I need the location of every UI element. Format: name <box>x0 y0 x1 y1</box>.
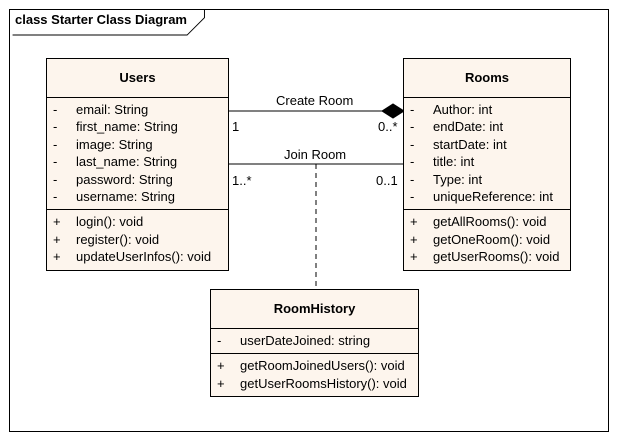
users-class[interactable]: Users -email: String-first_name: String-… <box>46 58 229 271</box>
operation-row-text: getUserRooms(): void <box>433 249 560 265</box>
attributes-compartment: - email: String - first_name: String - image:… <box>47 98 228 211</box>
join-room-target-multiplicity: 0..1 <box>376 173 398 188</box>
attribute-row-text: title: int <box>433 154 475 170</box>
visibility-marker: - <box>53 154 58 170</box>
attribute-row[interactable]: - Type: int <box>404 171 570 188</box>
visibility-marker: + <box>53 214 61 230</box>
operation-row-text: login(): void <box>76 214 144 230</box>
visibility-marker: + <box>53 249 61 265</box>
attribute-row[interactable]: - email: String <box>47 101 228 118</box>
attribute-row-text: endDate: int <box>433 119 504 135</box>
diagram-title: class Starter Class Diagram <box>15 12 187 27</box>
attribute-row[interactable]: - password: String <box>47 171 228 188</box>
attribute-row-text: last_name: String <box>76 154 178 170</box>
attribute-row[interactable]: - title: int <box>404 153 570 170</box>
diagram-frame <box>9 9 609 432</box>
operation-row-text: getRoomJoinedUsers(): void <box>240 358 405 374</box>
attribute-row[interactable]: - username: String <box>47 188 228 205</box>
visibility-marker: - <box>410 171 415 187</box>
operation-row-text: getUserRoomsHistory(): void <box>240 375 407 391</box>
join-room-source-multiplicity: 1..* <box>232 173 252 188</box>
create-room-label: Create Room <box>276 93 354 108</box>
operation-row-text: getOneRoom(): void <box>433 231 551 247</box>
attribute-row-text: userDateJoined: string <box>240 333 371 348</box>
composition-diamond <box>381 103 405 119</box>
attribute-row-text: uniqueReference: int <box>433 188 553 204</box>
visibility-marker: - <box>53 102 58 117</box>
operation-row[interactable]: + updateUserInfos(): void <box>47 248 228 265</box>
create-room-target-multiplicity: 0..* <box>378 119 398 134</box>
visibility-marker: + <box>410 249 418 265</box>
operation-row-text: getAllRooms(): void <box>433 214 547 230</box>
visibility-marker: - <box>53 119 58 135</box>
class-name: RoomHistory <box>211 290 418 329</box>
operation-row[interactable]: + register(): void <box>47 231 228 248</box>
visibility-marker: + <box>410 231 418 247</box>
operation-row-text: updateUserInfos(): void <box>76 249 212 265</box>
visibility-marker: + <box>217 358 225 374</box>
attribute-row-text: password: String <box>76 171 173 187</box>
attribute-row[interactable]: - uniqueReference: int <box>404 188 570 205</box>
attributes-compartment: - userDateJoined: string <box>211 329 418 355</box>
attribute-row-text: Author: int <box>433 102 493 117</box>
join-room-label: Join Room <box>284 147 347 162</box>
attribute-row[interactable]: - image: String <box>47 136 228 153</box>
attribute-row[interactable]: - startDate: int <box>404 136 570 153</box>
create-room-source-multiplicity: 1 <box>232 119 240 134</box>
operation-row[interactable]: + getAllRooms(): void <box>404 213 570 230</box>
visibility-marker: - <box>410 154 415 170</box>
operation-row-text: register(): void <box>76 231 160 247</box>
roomhistory-class[interactable]: RoomHistory - userDateJoined: string + get… <box>210 289 419 398</box>
visibility-marker: + <box>410 214 418 230</box>
operations-compartment: +getAllRooms(): void+getOneRoom(): void+… <box>404 210 570 269</box>
attribute-row[interactable]: - first_name: String <box>47 118 228 135</box>
operation-row[interactable]: + login(): void <box>47 213 228 230</box>
visibility-marker: + <box>217 375 225 391</box>
operation-row[interactable]: + getUserRoomsHistory(): void <box>211 375 418 392</box>
attribute-row-text: email: String <box>76 102 149 117</box>
attribute-row-text: Type: int <box>433 171 483 187</box>
attribute-row-text: first_name: String <box>76 119 178 135</box>
attribute-row[interactable]: - last_name: String <box>47 153 228 170</box>
visibility-marker: + <box>53 231 61 247</box>
operations-compartment: + getRoomJoinedUsers(): void + getUserRooms… <box>211 354 418 396</box>
visibility-marker: - <box>53 171 58 187</box>
class-name: Rooms <box>404 59 570 98</box>
attributes-compartment: - Author: int - endDate: int - startDate: int… <box>404 98 570 211</box>
visibility-marker: - <box>53 136 58 152</box>
attribute-row[interactable]: - userDateJoined: string <box>211 332 418 349</box>
visibility-marker: - <box>217 333 222 348</box>
frame-title-tab <box>12 9 205 36</box>
operation-row[interactable]: + getUserRooms(): void <box>404 248 570 265</box>
visibility-marker: - <box>410 188 415 204</box>
visibility-marker: - <box>410 102 415 117</box>
visibility-marker: - <box>410 136 415 152</box>
operation-row[interactable]: + getOneRoom(): void <box>404 231 570 248</box>
attribute-row-text: startDate: int <box>433 136 507 152</box>
visibility-marker: - <box>53 188 58 204</box>
attribute-row[interactable]: - Author: int <box>404 101 570 118</box>
operation-row[interactable]: + getRoomJoinedUsers(): void <box>211 357 418 374</box>
visibility-marker: - <box>410 119 415 135</box>
attribute-row-text: image: String <box>76 136 153 152</box>
attribute-row[interactable]: - endDate: int <box>404 118 570 135</box>
operations-compartment: + login(): void + register(): void + updateUs… <box>47 210 228 269</box>
class-name: Users <box>47 59 228 98</box>
rooms-class[interactable]: Rooms - Author: int - endDate: int - startDat… <box>403 58 571 271</box>
attribute-row-text: username: String <box>76 188 175 204</box>
